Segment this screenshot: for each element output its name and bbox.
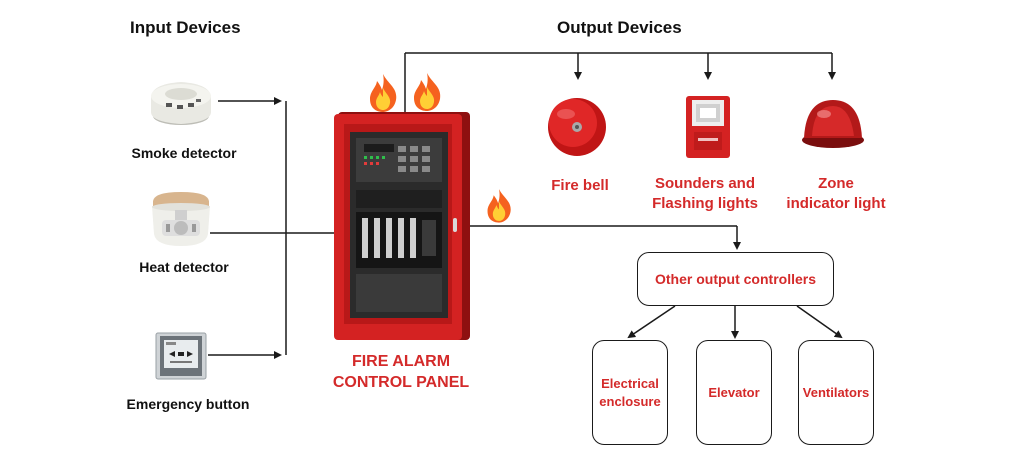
sounders-label: Sounders and Flashing lights (652, 174, 758, 213)
flame-icon (414, 73, 441, 111)
fire-bell-icon (548, 98, 606, 156)
smoke-detector-icon (151, 82, 211, 125)
elevator-label: Elevator (708, 385, 760, 400)
heat-detector-icon (152, 192, 210, 246)
emergency-button-label: Emergency button (126, 396, 250, 412)
zone-indicator-light-icon (802, 100, 864, 148)
sounders-label-line2: Flashing lights (652, 194, 758, 212)
zone-indicator-label-line1: Zone (818, 175, 854, 192)
control-panel-label: FIRE ALARM CONTROL PANEL (333, 352, 469, 394)
electrical-enclosure-line1: Electrical (601, 375, 659, 391)
input-devices-heading: Input Devices (130, 18, 241, 37)
ventilators-label: Ventilators (802, 385, 870, 400)
sounder-strobe-icon (686, 96, 730, 158)
zone-indicator-label: Zone indicator light (786, 174, 885, 213)
output-devices-heading: Output Devices (557, 18, 682, 37)
other-output-controllers-box: Other output controllers (637, 252, 834, 306)
emergency-button-icon (155, 332, 207, 380)
fire-alarm-panel-icon (334, 112, 470, 340)
heat-detector-label: Heat detector (139, 259, 229, 275)
zone-indicator-label-line2: indicator light (786, 194, 886, 212)
other-output-controllers-label: Other output controllers (655, 271, 816, 287)
sounders-label-line1: Sounders and (654, 175, 755, 192)
control-panel-label-line1: FIRE ALARM (351, 353, 451, 370)
ventilators-box: Ventilators (798, 340, 874, 445)
elevator-box: Elevator (696, 340, 772, 445)
electrical-enclosure-line2: enclosure (599, 393, 661, 409)
fire-bell-label: Fire bell (551, 177, 609, 194)
smoke-detector-label: Smoke detector (131, 145, 237, 161)
control-panel-label-line2: CONTROL PANEL (332, 373, 470, 391)
fan-electrical (627, 305, 676, 339)
flame-icon (370, 74, 397, 112)
flame-icon (487, 189, 511, 223)
fan-ventilators (796, 305, 843, 339)
electrical-enclosure-box: Electrical enclosure (592, 340, 668, 445)
